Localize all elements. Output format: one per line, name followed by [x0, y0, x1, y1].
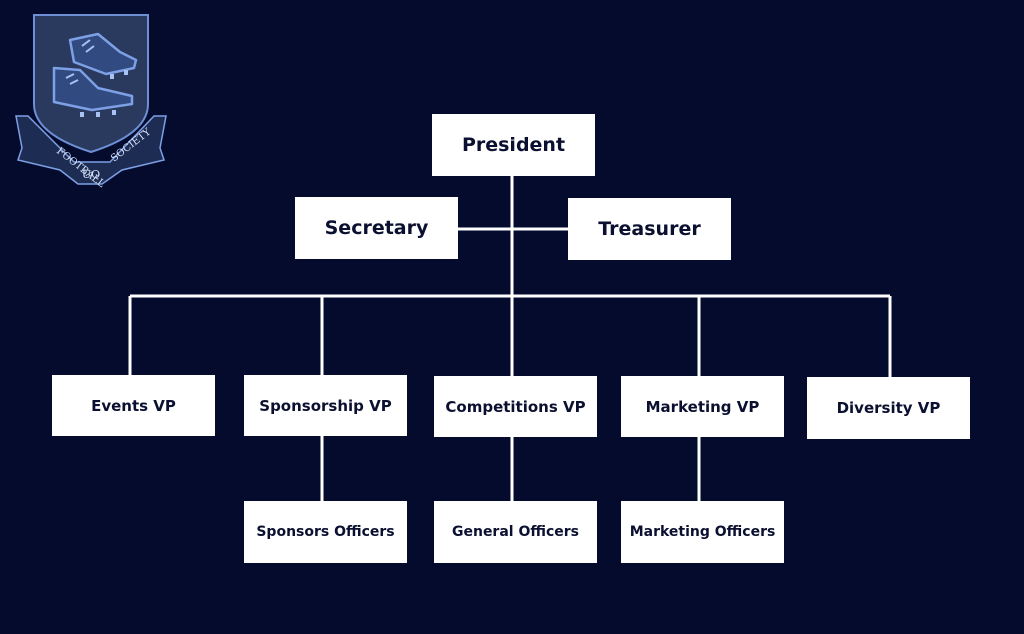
competitions-vp-label: Competitions VP	[445, 397, 586, 416]
sponsorship-vp-box: Sponsorship VP	[244, 375, 407, 436]
general-officers-label: General Officers	[451, 524, 580, 540]
events-vp-label: Events VP	[91, 396, 176, 415]
competitions-vp-box: Competitions VP	[434, 376, 597, 437]
crest-text-center: UQ	[82, 168, 100, 181]
sponsorship-vp-label: Sponsorship VP	[259, 396, 392, 415]
diversity-vp-box: Diversity VP	[807, 377, 970, 439]
president-box: President	[432, 114, 595, 176]
treasurer-box: Treasurer	[568, 198, 731, 260]
marketing-vp-label: Marketing VP	[645, 397, 760, 416]
marketing-officers-box: Marketing Officers	[621, 501, 784, 563]
general-officers-box: General Officers	[434, 501, 597, 563]
uq-football-society-crest-icon: FOOTBALL UQ SOCIETY	[15, 14, 167, 188]
sponsors-officers-box: Sponsors Officers	[244, 501, 407, 563]
sponsors-officers-label: Sponsors Officers	[256, 524, 395, 540]
treasurer-label: Treasurer	[598, 218, 701, 240]
diversity-vp-label: Diversity VP	[836, 399, 941, 417]
secretary-box: Secretary	[295, 197, 458, 259]
marketing-officers-label: Marketing Officers	[629, 524, 776, 540]
events-vp-box: Events VP	[52, 375, 215, 436]
president-label: President	[461, 134, 566, 156]
secretary-label: Secretary	[324, 217, 429, 239]
marketing-vp-box: Marketing VP	[621, 376, 784, 437]
